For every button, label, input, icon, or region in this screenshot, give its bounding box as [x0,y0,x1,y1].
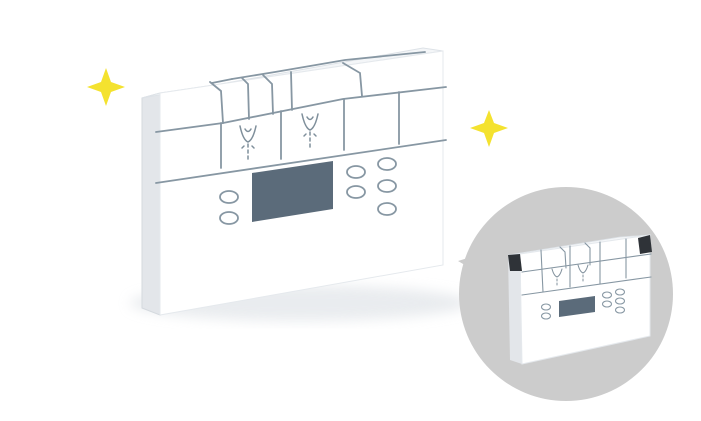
remote-icon [301,113,319,148]
large-control-panel [130,47,470,321]
left-buttons [219,190,239,225]
small-control-panel [507,234,652,365]
panel-grooves-small [521,238,652,296]
end-cap-left [508,254,522,271]
panel-grooves [155,51,447,184]
right-buttons [346,157,397,216]
end-cap-right [638,235,652,254]
panel-side-face [141,92,161,316]
remote-icon [239,125,257,160]
inset-magnifier [458,187,673,401]
remote-icon [577,264,589,282]
display-screen-small [559,296,595,317]
display-screen [252,161,333,222]
sparkle-icon [87,68,125,106]
sparkle-icon [470,110,508,147]
small-buttons [540,288,626,320]
remote-icon [551,268,563,286]
